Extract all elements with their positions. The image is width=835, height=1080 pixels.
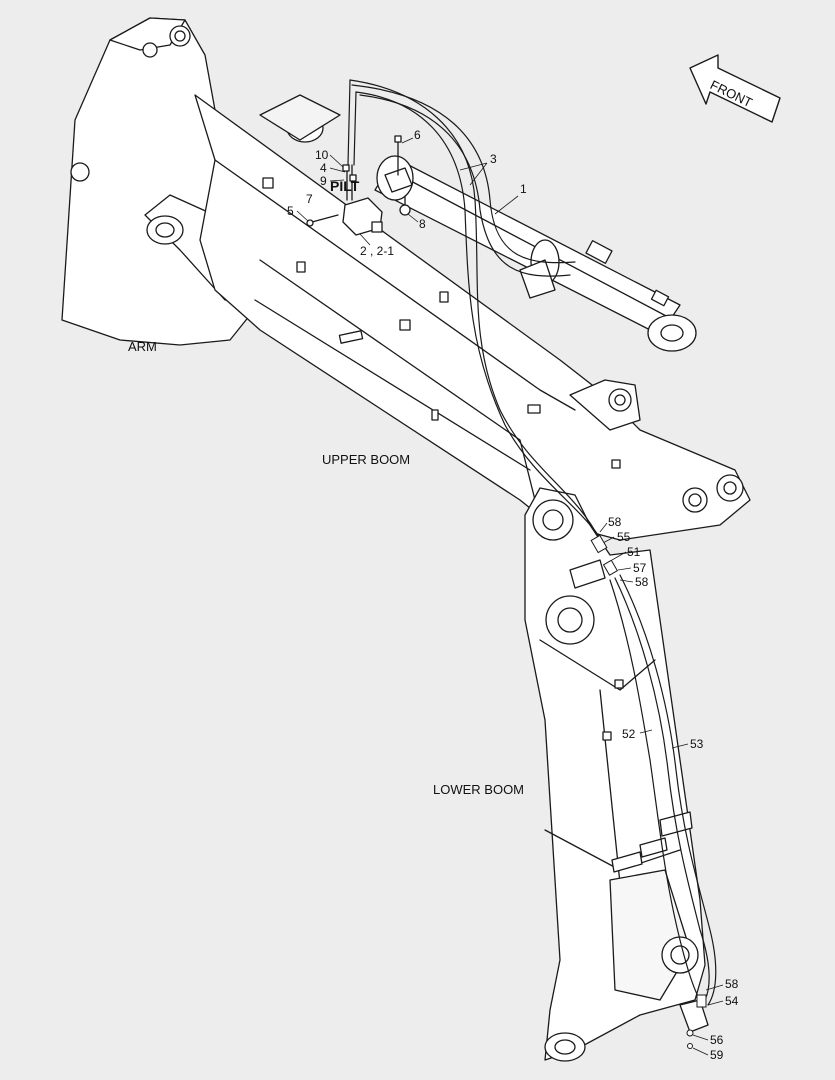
part-2: 2 , 2-1 [360, 244, 395, 258]
part-58-top: 58 [608, 515, 622, 529]
fitting-55 [590, 534, 608, 554]
hose-3c [359, 94, 571, 277]
leader-2 [359, 233, 371, 246]
fitting-57 [602, 559, 619, 576]
leader-53 [671, 743, 689, 749]
cylinder-rear-box [259, 94, 341, 141]
leader-58c [705, 984, 724, 991]
leader-6 [401, 137, 414, 144]
part-59: 59 [710, 1048, 724, 1062]
cylinder-clamp [519, 259, 556, 299]
part-1: 1 [520, 182, 527, 196]
front-arrow-icon [689, 54, 781, 123]
leader-52 [639, 729, 653, 734]
upper-boom-label: UPPER BOOM [322, 452, 411, 467]
upper-boom-top-edge [214, 159, 576, 411]
leader-54 [707, 1000, 724, 1006]
hose-3b [355, 91, 606, 546]
part-58-mid: 58 [635, 575, 649, 589]
part-4: 4 [320, 161, 327, 175]
arm-pin-mid [70, 162, 90, 182]
leader-56 [692, 1034, 709, 1041]
part-57: 57 [633, 561, 647, 575]
leader-1 [494, 195, 519, 215]
part-54: 54 [725, 994, 739, 1008]
part-9: 9 [320, 174, 327, 188]
leader-51 [611, 551, 627, 561]
upper-boom-flange [254, 299, 531, 471]
lower-boom-edge-1 [539, 639, 656, 691]
nut-59 [687, 1043, 693, 1049]
part-56: 56 [710, 1033, 724, 1047]
part-55: 55 [617, 530, 631, 544]
arm-pin-upper [142, 42, 158, 58]
fitting-54 [696, 994, 707, 1008]
part-8: 8 [419, 217, 426, 231]
part-3: 3 [490, 152, 497, 166]
lower-boom-label: LOWER BOOM [433, 782, 525, 797]
leader-57 [617, 567, 632, 571]
cylinder-body-line [389, 169, 671, 319]
leader-58b [619, 579, 634, 583]
leader-55 [602, 536, 615, 544]
hose-52 [609, 579, 701, 1001]
hose-53b [619, 574, 717, 1006]
upper-boom-side [259, 259, 536, 501]
nut-56 [686, 1029, 694, 1037]
part-6: 6 [414, 128, 421, 142]
mid-bracket [569, 559, 606, 589]
leader-10 [329, 154, 344, 168]
part-52: 52 [622, 727, 636, 741]
part-7: 7 [306, 192, 313, 206]
leader-9 [329, 179, 345, 182]
part-53: 53 [690, 737, 704, 751]
part-51: 51 [627, 545, 641, 559]
hose-3a [349, 79, 601, 541]
part-5: 5 [287, 204, 294, 218]
part-10: 10 [315, 148, 329, 162]
washer-8 [399, 204, 411, 216]
lower-bracket [679, 999, 709, 1033]
hose-53a [614, 577, 710, 1001]
leader-58a [599, 522, 608, 533]
part-58-bottom: 58 [725, 977, 739, 991]
cylinder-port-block [585, 240, 613, 264]
bolt-7 [311, 214, 339, 223]
hose-upper-to-valve [347, 79, 351, 166]
hose-3d [351, 84, 576, 264]
leader-5 [296, 210, 309, 222]
leader-59 [692, 1047, 709, 1056]
leader-4 [329, 167, 346, 173]
leader-8 [407, 213, 419, 223]
leader-3 [459, 162, 488, 186]
pilt-label: PILT [330, 178, 360, 194]
arm-label: ARM [128, 339, 157, 354]
